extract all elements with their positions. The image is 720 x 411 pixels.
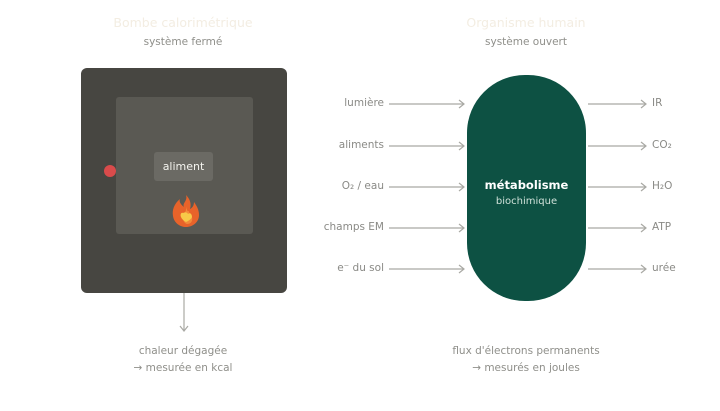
output-label-urea: urée: [652, 262, 676, 274]
output-arrow-5: [588, 264, 647, 274]
output-arrow-3: [588, 182, 647, 192]
input-label-oxygen-water: O₂ / eau: [341, 180, 384, 192]
output-arrow-4: [588, 223, 647, 233]
metabolism-title: métabolisme: [484, 178, 569, 192]
input-label-em-fields: champs EM: [323, 221, 384, 233]
output-arrow-2: [588, 141, 647, 151]
heat-output-arrow: [179, 293, 189, 332]
organism-subtitle: système ouvert: [485, 36, 567, 48]
input-label-ground-electrons: e⁻ du sol: [337, 262, 384, 274]
calorimeter-subtitle: système fermé: [143, 36, 223, 48]
output-label-co2: CO₂: [652, 139, 672, 151]
metabolism-subtitle: biochimique: [495, 196, 558, 207]
food-sample-box: aliment: [154, 152, 213, 181]
output-arrow-1: [588, 99, 647, 109]
input-label-food: aliments: [338, 139, 384, 151]
input-label-light: lumière: [344, 97, 384, 109]
input-arrow-4: [389, 223, 465, 233]
input-arrow-2: [389, 141, 465, 151]
output-label-ir: IR: [652, 97, 663, 109]
organism-title: Organisme humain: [466, 15, 586, 30]
calorimeter-caption-line1: chaleur dégagée: [138, 345, 228, 357]
calorimeter-caption: chaleur dégagée → mesurée en kcal: [63, 343, 303, 377]
output-label-atp: ATP: [652, 221, 672, 233]
output-label-h2o: H₂O: [652, 180, 673, 192]
ignition-indicator: [104, 165, 116, 177]
input-arrow-5: [389, 264, 465, 274]
metabolism-node: [467, 75, 586, 301]
calorimeter-caption-line2: → mesurée en kcal: [133, 362, 233, 374]
organism-caption-line1: flux d'électrons permanents: [452, 345, 600, 357]
input-arrow-3: [389, 182, 465, 192]
flame-icon: [172, 195, 199, 227]
organism-caption: flux d'électrons permanents → mesurés en…: [406, 343, 646, 377]
input-arrow-1: [389, 99, 465, 109]
organism-caption-line2: → mesurés en joules: [472, 362, 580, 374]
calorimeter-title: Bombe calorimétrique: [113, 15, 253, 30]
